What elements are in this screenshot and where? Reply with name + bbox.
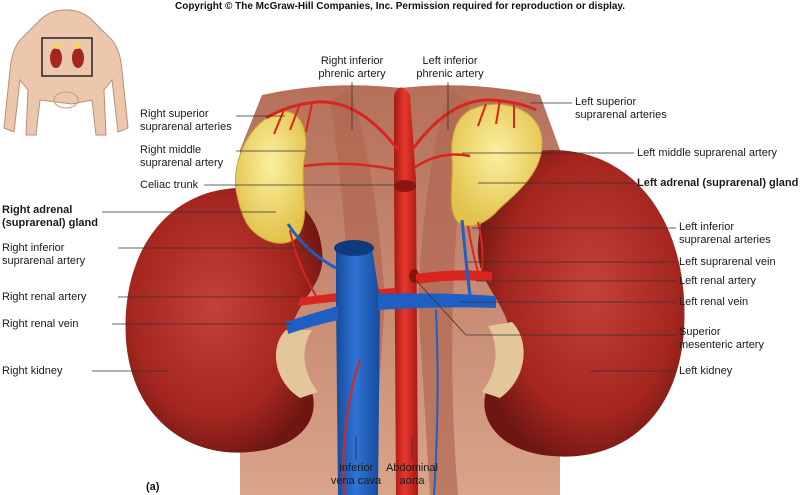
- left-renal-vein: [378, 293, 496, 310]
- label-left-suprarenal-vein: Left suprarenal vein: [679, 256, 776, 268]
- left-gonadal-vessel: [433, 309, 439, 495]
- left-superior-suprarenal-arteries: [477, 99, 515, 128]
- left-renal-artery: [416, 270, 492, 284]
- leader-superior-mesenteric: [411, 275, 676, 336]
- right-inferior-phrenic-artery: [265, 100, 400, 151]
- right-adrenal-gland: [234, 111, 307, 244]
- right-inferior-suprarenal-artery: [289, 229, 317, 297]
- label-right-inferior-suprarenal-artery: Right inferior suprarenal artery: [2, 242, 86, 267]
- label-left-inferior-phrenic-artery: Left inferior phrenic artery: [416, 55, 484, 80]
- right-renal-hilum: [275, 330, 318, 398]
- right-renal-vein: [286, 306, 338, 334]
- right-suprarenal-vein: [286, 223, 337, 270]
- label-left-renal-artery: Left renal artery: [679, 275, 757, 287]
- label-right-renal-artery: Right renal artery: [2, 291, 87, 303]
- left-middle-suprarenal-artery: [413, 153, 471, 170]
- right-gonadal-vessel: [342, 359, 361, 495]
- copyright-notice: Copyright © The McGraw-Hill Companies, I…: [174, 1, 626, 12]
- label-left-adrenal-gland: Left adrenal (suprarenal) gland: [637, 177, 799, 189]
- label-right-renal-vein: Right renal vein: [2, 318, 79, 330]
- label-left-middle-suprarenal-artery: Left middle suprarenal artery: [637, 147, 778, 159]
- left-adrenal-gland: [450, 103, 543, 227]
- ivc-opening: [334, 240, 374, 256]
- label-left-superior-suprarenal-arteries: Left superior suprarenal arteries: [575, 96, 667, 121]
- celiac-trunk: [394, 180, 416, 192]
- left-suprarenal-vein: [460, 219, 472, 297]
- label-left-inferior-suprarenal-arteries: Left inferior suprarenal arteries: [679, 221, 771, 246]
- label-left-kidney: Left kidney: [679, 365, 733, 377]
- right-middle-suprarenal-artery: [303, 162, 397, 172]
- label-superior-mesenteric-artery: Superior mesenteric artery: [679, 326, 764, 351]
- left-renal-hilum: [482, 322, 524, 398]
- label-inferior-vena-cava: Inferior vena cava: [330, 462, 382, 487]
- label-right-adrenal-gland: Right adrenal (suprarenal) gland: [2, 204, 98, 229]
- right-kidney: [125, 187, 323, 453]
- panel-letter: (a): [146, 481, 160, 493]
- label-abdominal-aorta: Abdominal aorta: [386, 462, 438, 487]
- label-right-kidney: Right kidney: [2, 365, 63, 377]
- left-kidney: [477, 150, 685, 457]
- label-right-middle-suprarenal-artery: Right middle suprarenal artery: [140, 144, 224, 169]
- left-inferior-phrenic-artery: [410, 98, 537, 151]
- label-left-renal-vein: Left renal vein: [679, 296, 749, 308]
- label-right-superior-suprarenal-arteries: Right superior suprarenal arteries: [140, 108, 232, 133]
- left-inferior-suprarenal-arteries: [467, 221, 484, 273]
- label-right-inferior-phrenic-artery: Right inferior phrenic artery: [318, 55, 386, 80]
- right-superior-suprarenal-arteries: [273, 102, 313, 135]
- label-celiac-trunk: Celiac trunk: [140, 179, 199, 191]
- orientation-torso-thumbnail: [3, 9, 129, 136]
